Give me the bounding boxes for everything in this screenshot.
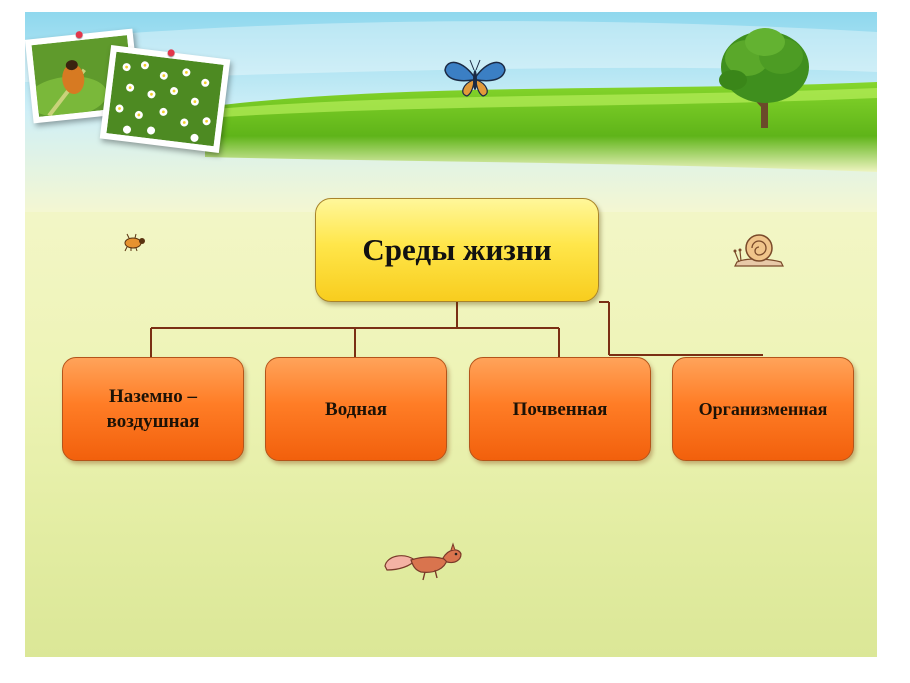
node-organismal: Организменная — [672, 357, 854, 461]
root-node: Среды жизни — [315, 198, 599, 302]
header-landscape — [25, 12, 877, 212]
node-label: Наземно – воздушная — [106, 386, 200, 432]
bug-icon — [124, 233, 145, 252]
node-label: Почвенная — [512, 398, 608, 420]
connector-lines — [150, 301, 763, 357]
slide: Среды жизни Наземно – воздушная Водная П… — [25, 12, 877, 657]
snail-icon — [733, 234, 784, 267]
node-soil: Почвенная — [469, 357, 651, 461]
chamomile-image — [106, 51, 224, 147]
ladybug-image — [27, 35, 135, 118]
node-terrestrial-air: Наземно – воздушная — [62, 357, 244, 461]
squirrel-icon — [384, 542, 462, 581]
chamomile-field-photo — [99, 45, 231, 153]
node-aquatic: Водная — [265, 357, 447, 461]
tree-icon — [719, 28, 809, 128]
node-label: Организменная — [698, 398, 828, 419]
node-label: Водная — [325, 398, 387, 420]
ladybug-photo — [25, 28, 142, 124]
butterfly-icon — [444, 59, 506, 97]
root-label: Среды жизни — [362, 232, 552, 267]
